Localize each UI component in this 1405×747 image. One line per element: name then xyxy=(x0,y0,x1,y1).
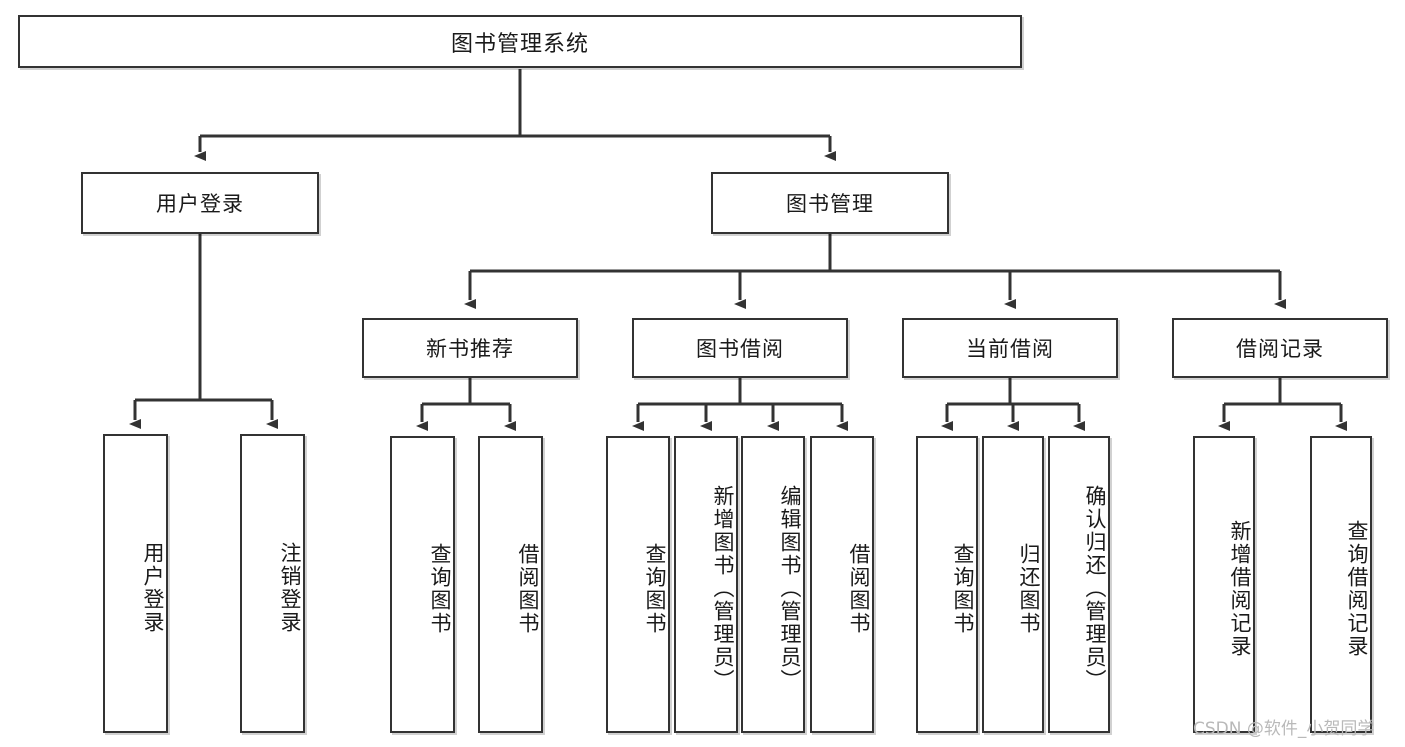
leaf-record-query-record[interactable]: 查询借阅记录 xyxy=(1310,436,1372,733)
leaf-label: 新增借阅记录 xyxy=(1228,519,1252,658)
node-book-management[interactable]: 图书管理 xyxy=(711,172,949,234)
node-current-borrow[interactable]: 当前借阅 xyxy=(902,318,1118,378)
leaf-borrow-query-book[interactable]: 查询图书 xyxy=(606,436,670,733)
leaf-label: 注销登录 xyxy=(278,541,302,634)
leaf-label: 借阅图书 xyxy=(516,542,540,635)
leaf-borrow-borrow-book[interactable]: 借阅图书 xyxy=(810,436,874,733)
leaf-label: 查询借阅记录 xyxy=(1345,519,1369,658)
leaf-current-confirm-return-admin[interactable]: 确认归还（管理员） xyxy=(1048,436,1110,733)
leaf-label: 查询图书 xyxy=(428,542,452,635)
leaf-record-add-record[interactable]: 新增借阅记录 xyxy=(1193,436,1255,733)
node-root-system[interactable]: 图书管理系统 xyxy=(18,15,1022,68)
leaf-user-login-logout[interactable]: 注销登录 xyxy=(240,434,305,733)
leaf-label: 编辑图书（管理员） xyxy=(778,485,802,692)
leaf-borrow-edit-book-admin[interactable]: 编辑图书（管理员） xyxy=(741,436,805,733)
leaf-label: 用户登录 xyxy=(141,541,165,634)
leaf-user-login-login[interactable]: 用户登录 xyxy=(103,434,168,733)
leaf-label: 查询图书 xyxy=(951,542,975,635)
node-borrow-record[interactable]: 借阅记录 xyxy=(1172,318,1388,378)
node-user-login[interactable]: 用户登录 xyxy=(81,172,319,234)
node-new-book-recommend[interactable]: 新书推荐 xyxy=(362,318,578,378)
leaf-borrow-add-book-admin[interactable]: 新增图书（管理员） xyxy=(674,436,738,733)
node-book-borrow[interactable]: 图书借阅 xyxy=(632,318,848,378)
leaf-label: 新增图书（管理员） xyxy=(711,485,735,692)
leaf-current-return-book[interactable]: 归还图书 xyxy=(982,436,1044,733)
leaf-current-query-book[interactable]: 查询图书 xyxy=(916,436,978,733)
leaf-label: 归还图书 xyxy=(1017,542,1041,635)
leaf-label: 借阅图书 xyxy=(847,542,871,635)
leaf-label: 确认归还（管理员） xyxy=(1083,485,1107,692)
leaf-new-book-borrow[interactable]: 借阅图书 xyxy=(478,436,543,733)
leaf-label: 查询图书 xyxy=(643,542,667,635)
leaf-new-book-query[interactable]: 查询图书 xyxy=(390,436,455,733)
